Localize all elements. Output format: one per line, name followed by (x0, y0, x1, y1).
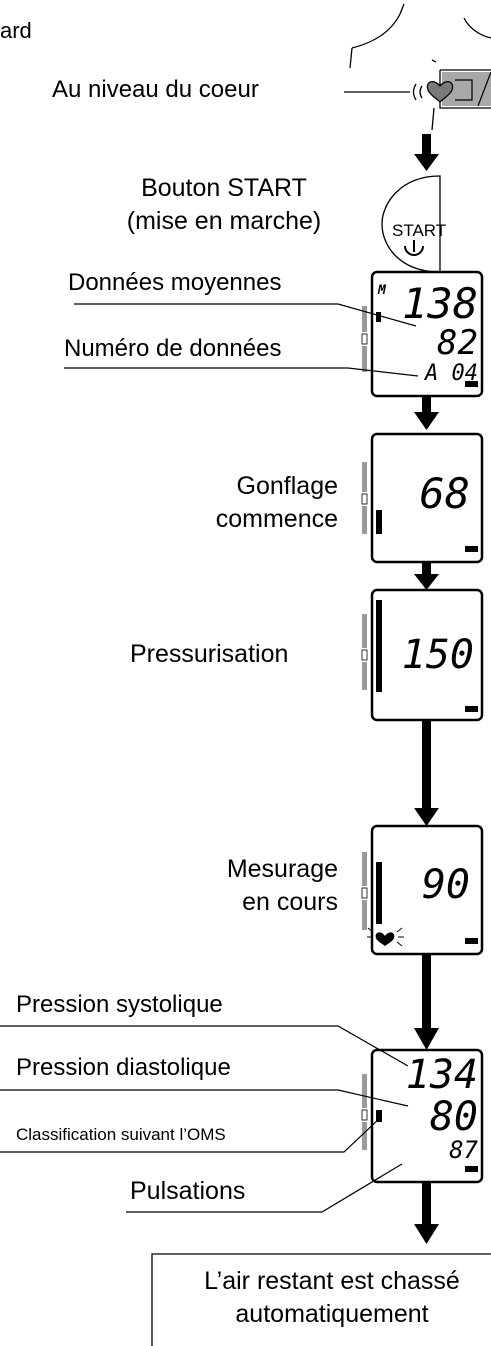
arrow-4 (414, 720, 439, 826)
cuff (442, 72, 491, 106)
heart-level-label: Au niveau du coeur (52, 76, 259, 103)
arrow-1 (414, 134, 439, 171)
pulse-label: Pulsations (130, 1177, 246, 1205)
chest-mark (431, 59, 437, 63)
lcd-inflation: 68 (361, 432, 484, 564)
lcd-avg-sys: 138 (402, 279, 478, 328)
average-data-leader (74, 303, 417, 327)
lcd-result-dia: 80 (430, 1094, 478, 1140)
pressurization-label: Pressurisation (130, 640, 289, 668)
measuring-label-1: Mesurage (226, 855, 338, 883)
header-fragment: ard (0, 18, 32, 43)
start-button-label-2: (mise en marche) (126, 207, 322, 235)
start-button-text: START (392, 221, 446, 240)
pulse-heart-icon (375, 932, 395, 946)
lcd-measuring-value: 90 (422, 862, 470, 908)
final-note-box (151, 1253, 491, 1346)
shoulder-outline (349, 47, 353, 69)
lcd-result: 134 80 87 (361, 1048, 484, 1184)
data-number-leader (64, 367, 419, 377)
lcd-result-sys: 134 (406, 1052, 478, 1098)
inflation-label-1: Gonflage (236, 472, 338, 500)
arrow-6 (414, 1182, 439, 1244)
lcd-pressurization-value: 150 (402, 632, 474, 678)
lcd-measuring: 90 (361, 824, 484, 956)
lcd-avg-memory: A 04 (423, 361, 478, 386)
lcd-pressurization: 150 (361, 588, 484, 722)
lcd-inflation-value: 68 (419, 469, 470, 518)
inflation-label-2: commence (215, 505, 338, 533)
power-icon (404, 240, 424, 256)
neck-outline-top (399, 3, 405, 15)
neck-right-outline (463, 17, 491, 39)
pulse-leader (126, 1163, 403, 1213)
cuff-seam (477, 71, 491, 107)
heart-icon (426, 81, 454, 103)
arm-outline (431, 107, 435, 131)
start-button-label-1: Bouton START (141, 174, 307, 202)
who-classification-label: Classification suivant l’OMS (16, 1125, 226, 1144)
heart-wave-left (412, 83, 423, 101)
arrow-5 (414, 954, 439, 1050)
lcd-average: M 138 82 A 04 (361, 270, 484, 398)
average-data-label: Données moyennes (68, 269, 282, 296)
systolic-leader (0, 1025, 409, 1067)
arrow-3 (414, 562, 439, 590)
cuff-outline (439, 69, 491, 109)
diastolic-leader (0, 1089, 409, 1107)
classification-leader (0, 1117, 381, 1153)
arrow-2 (414, 396, 439, 430)
lcd-mode-text: M (377, 283, 387, 298)
neck-outline (351, 13, 401, 49)
data-number-label: Numéro de données (64, 335, 282, 362)
diastolic-label: Pression diastolique (16, 1054, 231, 1081)
lcd-avg-dia: 82 (437, 323, 478, 363)
start-button[interactable] (381, 175, 441, 273)
final-note-line-2: automatiquement (235, 1300, 429, 1328)
systolic-label: Pression systolique (16, 991, 223, 1018)
lcd-result-pulse: 87 (449, 1136, 478, 1164)
cuff-tube (455, 79, 473, 101)
measuring-label-2: en cours (242, 888, 338, 916)
final-note-line-1: L’air restant est chassé (204, 1267, 460, 1295)
